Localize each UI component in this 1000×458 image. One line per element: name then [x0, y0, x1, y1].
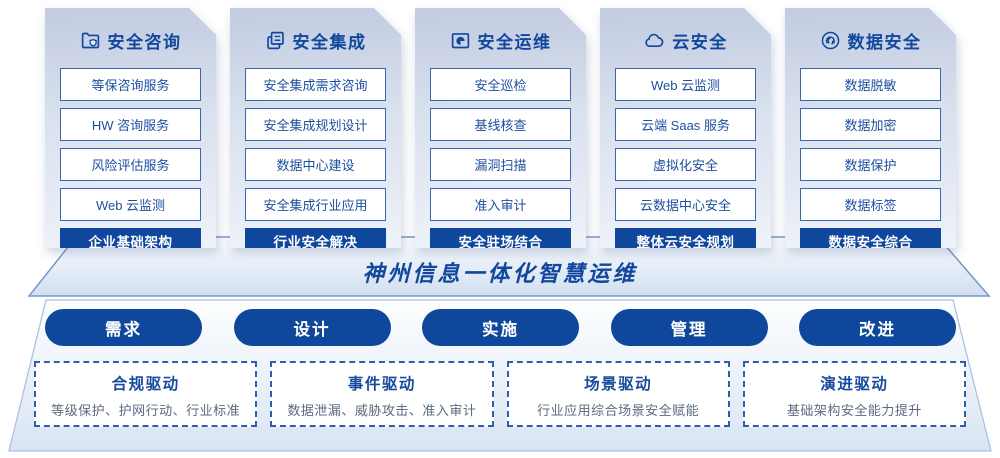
driver-box-evolution: 演进驱动 基础架构安全能力提升 — [742, 361, 966, 427]
highlight-line: 整体云安全规划 — [636, 235, 735, 250]
folder-shield-icon — [80, 30, 101, 51]
banner-title: 神州信息一体化智慧运维 — [362, 261, 638, 286]
column-header: 安全咨询 — [60, 28, 201, 53]
service-item: HW 咨询服务 — [60, 108, 201, 141]
service-item: Web 云监测 — [615, 68, 756, 101]
process-step-pill-management: 管理 — [610, 309, 768, 346]
column-title: 安全集成 — [292, 33, 367, 52]
fingerprint-icon — [820, 30, 841, 51]
driver-desc: 基础架构安全能力提升 — [786, 403, 922, 418]
driver-desc: 行业应用综合场景安全赋能 — [537, 403, 700, 418]
column-header: 云安全 — [615, 28, 756, 53]
service-item: 安全集成行业应用 — [245, 188, 386, 221]
stacked-docs-icon — [265, 30, 286, 51]
column-security-consulting: 安全咨询 等保咨询服务 HW 咨询服务 风险评估服务 Web 云监测 企业基础架… — [45, 8, 216, 248]
driver-desc: 等级保护、护网行动、行业标准 — [51, 403, 241, 418]
driver-box-compliance: 合规驱动 等级保护、护网行动、行业标准 — [34, 361, 258, 427]
service-columns: 安全咨询 等保咨询服务 HW 咨询服务 风险评估服务 Web 云监测 企业基础架… — [45, 8, 956, 248]
column-header: 数据安全 — [800, 28, 941, 53]
column-title: 安全咨询 — [107, 33, 182, 52]
column-cloud-security: 云安全 Web 云监测 云端 Saas 服务 虚拟化安全 云数据中心安全 整体云… — [600, 8, 771, 248]
service-item: 基线核查 — [430, 108, 571, 141]
process-step-pill-design: 设计 — [233, 309, 391, 346]
column-data-security: 数据安全 数据脱敏 数据加密 数据保护 数据标签 数据安全综合 解决方案 — [785, 8, 956, 248]
service-item: 安全集成规划设计 — [245, 108, 386, 141]
column-title: 安全运维 — [477, 33, 552, 52]
driver-box-incident: 事件驱动 数据泄漏、威胁攻击、准入审计 — [270, 361, 494, 427]
service-item: 数据保护 — [800, 148, 941, 181]
service-item: 安全集成需求咨询 — [245, 68, 386, 101]
column-title: 数据安全 — [847, 33, 922, 52]
driver-desc: 数据泄漏、威胁攻击、准入审计 — [287, 403, 477, 418]
driver-box-scenario: 场景驱动 行业应用综合场景安全赋能 — [506, 361, 730, 427]
process-steps-row: 需求 设计 实施 管理 改进 — [45, 309, 956, 346]
highlight-line: 企业基础架构 — [88, 235, 173, 250]
column-header: 安全集成 — [245, 28, 386, 53]
service-item: 数据中心建设 — [245, 148, 386, 181]
service-item: 云数据中心安全 — [615, 188, 756, 221]
column-title: 云安全 — [672, 33, 728, 52]
highlight-line: 数据安全综合 — [828, 235, 913, 250]
highlight-line: 行业安全解决 — [273, 235, 358, 250]
service-item: 风险评估服务 — [60, 148, 201, 181]
folder-gauge-icon — [450, 30, 471, 51]
driver-title: 事件驱动 — [347, 376, 416, 393]
service-item: 漏洞扫描 — [430, 148, 571, 181]
service-item: 安全巡检 — [430, 68, 571, 101]
driver-title: 演进驱动 — [820, 376, 889, 393]
service-item: 数据加密 — [800, 108, 941, 141]
service-item: 数据标签 — [800, 188, 941, 221]
process-step-pill-requirements: 需求 — [45, 309, 202, 346]
column-security-operations: 安全运维 安全巡检 基线核查 漏洞扫描 准入审计 安全驻场结合 单次服务 — [415, 8, 586, 248]
driver-title: 场景驱动 — [584, 376, 653, 393]
column-security-integration: 安全集成 安全集成需求咨询 安全集成规划设计 数据中心建设 安全集成行业应用 行… — [230, 8, 401, 248]
service-item: 云端 Saas 服务 — [615, 108, 756, 141]
highlight-line: 安全驻场结合 — [458, 235, 543, 250]
service-item: 虚拟化安全 — [615, 148, 756, 181]
process-step-pill-improvement: 改进 — [799, 309, 956, 346]
service-item: 数据脱敏 — [800, 68, 941, 101]
driver-boxes-row: 合规驱动 等级保护、护网行动、行业标准 事件驱动 数据泄漏、威胁攻击、准入审计 … — [34, 361, 966, 427]
driver-title: 合规驱动 — [111, 376, 180, 393]
column-header: 安全运维 — [430, 28, 571, 53]
service-item: Web 云监测 — [60, 188, 201, 221]
process-step-pill-implementation: 实施 — [422, 309, 579, 346]
service-item: 等保咨询服务 — [60, 68, 201, 101]
service-item: 准入审计 — [430, 188, 571, 221]
cloud-icon — [643, 30, 665, 51]
